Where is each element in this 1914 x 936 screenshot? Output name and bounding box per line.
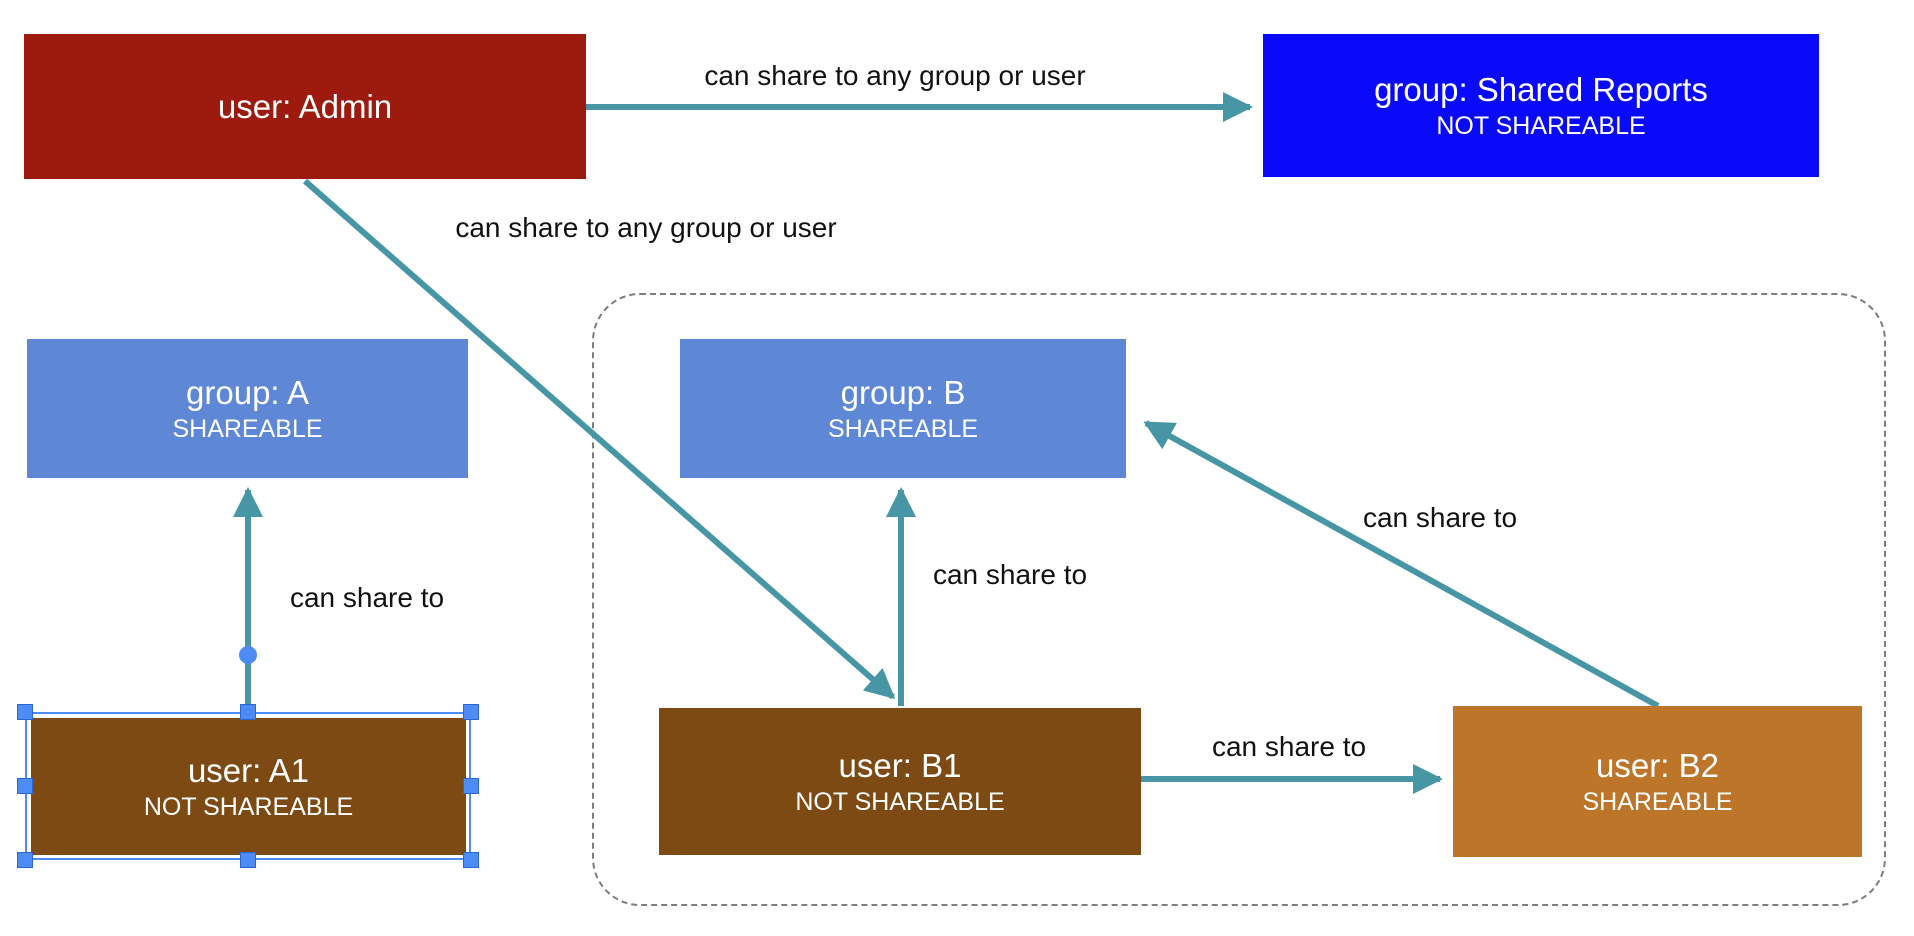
node-subtitle: NOT SHAREABLE [1436, 111, 1646, 140]
node-user-admin[interactable]: user: Admin [24, 34, 586, 179]
edge-label-user-b1-to-user-b2: can share to [1211, 731, 1367, 762]
node-user-b2[interactable]: user: B2 SHAREABLE [1453, 706, 1862, 857]
node-title: group: A [186, 374, 309, 412]
edge-user-b2-to-group-b[interactable] [1143, 420, 1660, 709]
edge-endpoint-handle[interactable] [239, 646, 257, 664]
edge-admin-to-user-b1[interactable] [303, 178, 896, 700]
selection-handle-s[interactable] [240, 852, 256, 868]
edge-label-user-b2-to-group-b: can share to [1362, 502, 1518, 533]
node-user-b1[interactable]: user: B1 NOT SHAREABLE [659, 708, 1141, 855]
node-title: user: A1 [187, 752, 310, 790]
selection-handle-se[interactable] [463, 852, 479, 868]
node-title: user: B2 [1596, 747, 1719, 785]
node-subtitle: NOT SHAREABLE [143, 792, 354, 821]
node-subtitle: SHAREABLE [1582, 787, 1733, 816]
group-b-boundary [592, 293, 1886, 906]
node-group-b[interactable]: group: B SHAREABLE [680, 339, 1126, 478]
edge-label-user-a1-to-group-a: can share to [289, 582, 445, 613]
node-subtitle: SHAREABLE [172, 414, 323, 443]
node-user-a1[interactable]: user: A1 NOT SHAREABLE [31, 718, 466, 855]
node-title: group: B [840, 374, 966, 412]
selection-handle-w[interactable] [17, 778, 33, 794]
node-subtitle: NOT SHAREABLE [795, 787, 1005, 816]
node-title: user: B1 [838, 747, 962, 785]
selection-outline-user-a1 [25, 712, 471, 860]
selection-handle-n[interactable] [240, 704, 256, 720]
node-group-a[interactable]: group: A SHAREABLE [27, 339, 468, 478]
selection-handle-sw[interactable] [17, 852, 33, 868]
edge-label-user-b1-to-group-b: can share to [932, 559, 1088, 590]
node-subtitle: SHAREABLE [827, 414, 979, 443]
selection-handle-e[interactable] [463, 778, 479, 794]
selection-handle-nw[interactable] [17, 704, 33, 720]
edge-label-admin-to-user-b1: can share to any group or user [455, 212, 837, 243]
node-group-shared-reports[interactable]: group: Shared Reports NOT SHAREABLE [1263, 34, 1819, 177]
selection-handle-ne[interactable] [463, 704, 479, 720]
node-title: user: Admin [217, 87, 393, 125]
edge-label-admin-to-shared-reports: can share to any group or user [704, 60, 1086, 91]
node-title: group: Shared Reports [1374, 71, 1708, 109]
